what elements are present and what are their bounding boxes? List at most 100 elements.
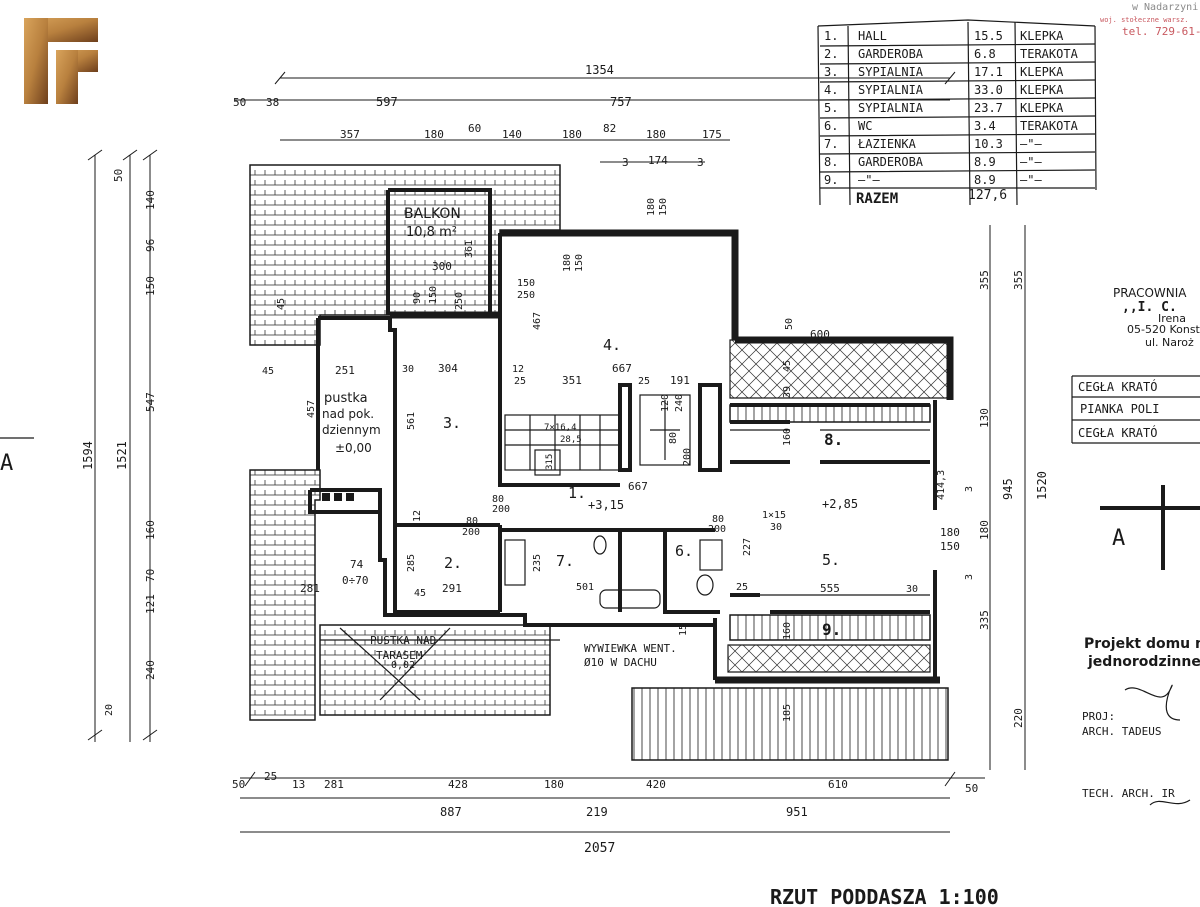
room-4-number: 4. [603, 336, 621, 354]
dim-label: 150 [574, 254, 585, 272]
dim-label: 180 [940, 526, 960, 539]
dim-label: 30 [770, 522, 782, 533]
dim-label: 667 [628, 480, 648, 493]
project-proj-label: PROJ: [1082, 710, 1115, 723]
room-pustka-line2: nad pok. [322, 407, 374, 421]
dim-label: 467 [532, 312, 543, 330]
dim-label: 351 [562, 374, 582, 387]
dim-label: 300 [432, 260, 452, 273]
dim-label: 315 [545, 454, 555, 470]
section-marker-right: A [1100, 485, 1200, 570]
room-5-number: 5. [822, 551, 840, 569]
dim-label: 50 [965, 782, 978, 795]
legend-row-area: 10.3 [974, 137, 1003, 151]
wall-legend-item: PIANKA POLI [1080, 402, 1159, 416]
ventilation-label-1: WYWIEWKA WENT. [584, 642, 677, 655]
studio-name: ,,I. C. [1122, 300, 1177, 315]
dim-label: 140 [144, 190, 157, 210]
room-2-number: 2. [444, 554, 462, 572]
legend-row-area: 8.9 [974, 173, 996, 187]
legend-row-floor: KLEPKA [1020, 29, 1064, 43]
dim-label: 547 [144, 392, 157, 412]
dim-label: 180 [562, 254, 573, 272]
dim-label: 160 [782, 428, 793, 446]
dim-label: 200 [462, 527, 480, 538]
dim-label: 561 [406, 412, 417, 430]
dim-label: 50 [233, 96, 246, 109]
dim-label: 96 [144, 239, 157, 252]
dim-right-total: 1520 [1035, 471, 1049, 500]
room-balkon-area: 10,8 m² [406, 225, 457, 240]
legend-row-number: 9. [824, 173, 838, 187]
dim-label: 80 [492, 494, 504, 505]
legend-row-name: GARDEROBA [858, 47, 924, 61]
dim-label: 12 [512, 364, 524, 375]
legend-row-number: 7. [824, 137, 838, 151]
dim-label: 25 [264, 770, 277, 783]
legend-row-number: 6. [824, 119, 838, 133]
stamp-line2: woj. stołeczne warsz. [1100, 16, 1189, 24]
legend-row-area: 23.7 [974, 101, 1003, 115]
dim-label: 60 [468, 122, 481, 135]
dim-label: 757 [610, 95, 632, 109]
dim-label: 50 [784, 318, 795, 330]
stamp-line1: w Nadarzyni [1132, 2, 1198, 13]
legend-row-area: 6.8 [974, 47, 996, 61]
dim-label: 3 [622, 156, 629, 169]
drawing-title: RZUT PODDASZA 1:100 [770, 885, 999, 907]
dim-label: 281 [300, 582, 320, 595]
dim-label: 140 [502, 128, 522, 141]
dim-label: 945 [1001, 478, 1015, 500]
dim-label: 250 [517, 290, 535, 301]
stamp-line3: tel. 729-61-98 [1122, 25, 1200, 38]
dim-label: 240 [674, 394, 685, 412]
dim-label: 150 [428, 286, 439, 304]
dim-label: 428 [448, 778, 468, 791]
dim-label: 180 [544, 778, 564, 791]
dim-label: 39 [782, 386, 793, 398]
dim-label: 121 [144, 594, 157, 614]
dim-label: 25 [736, 582, 748, 593]
dim-label: 90 [412, 292, 423, 304]
room-legend-table [817, 19, 1097, 206]
legend-row-number: 4. [824, 83, 838, 97]
legend-row-name: WC [858, 119, 872, 133]
dim-label: 120 [660, 394, 671, 412]
section-label-right: A [1112, 526, 1125, 551]
legend-row-number: 1. [824, 29, 838, 43]
dim-label: 357 [340, 128, 360, 141]
dim-label: 291 [442, 582, 462, 595]
dim-label: 951 [786, 805, 808, 819]
dim-label: 80 [668, 432, 679, 444]
dim-label: 45 [262, 366, 274, 377]
legend-row-name: —"— [858, 173, 880, 187]
dim-label: 70 [144, 569, 157, 582]
dim-label: 200 [708, 524, 726, 535]
dim-label: 12 [412, 510, 423, 522]
dim-left-secondary: 1521 [115, 441, 129, 470]
dim-label: 175 [702, 128, 722, 141]
dim-label: 235 [532, 554, 543, 572]
legend-row-number: 2. [824, 47, 838, 61]
legend-row-floor: KLEPKA [1020, 101, 1064, 115]
legend-row-floor: —"— [1020, 137, 1042, 151]
room-pustka-line3: dziennym [322, 423, 381, 437]
legend-row-area: 17.1 [974, 65, 1003, 79]
dim-label: 150 [658, 198, 669, 216]
dim-label: 50 [232, 778, 245, 791]
level-hall: +3,15 [588, 498, 624, 512]
dim-label: 610 [828, 778, 848, 791]
dim-label: 0÷70 [342, 574, 369, 587]
dim-label: 240 [144, 660, 157, 680]
studio-title: PRACOWNIA [1113, 286, 1187, 300]
dim-label: 200 [492, 504, 510, 515]
wall-type-legend [1071, 375, 1200, 444]
wall-legend-item: CEGŁA KRATÓ [1078, 379, 1157, 394]
dim-label: 130 [978, 408, 991, 428]
dim-label: 191 [670, 374, 690, 387]
project-title2: jednorodzinneg [1087, 654, 1200, 670]
legend-row-number: 3. [824, 65, 838, 79]
dim-label: 414,3 [936, 470, 947, 500]
